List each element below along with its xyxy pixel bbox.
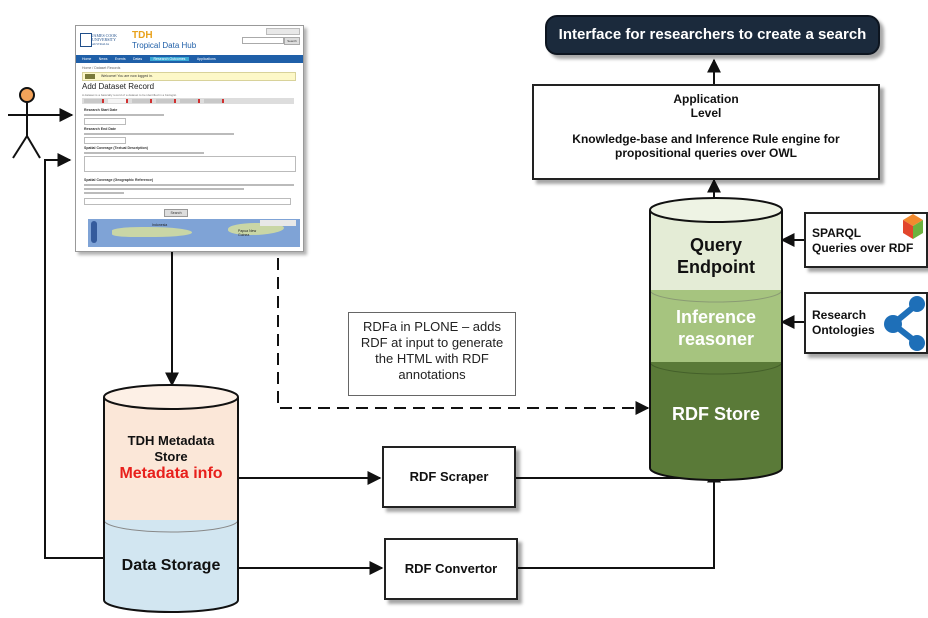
place-search-field[interactable] <box>84 198 291 205</box>
page-title: Add Dataset Record <box>82 82 155 91</box>
researcher-interface-box: Interface for researchers to create a se… <box>545 15 880 55</box>
app-level-line-1: Application <box>673 92 739 106</box>
logo-line-3: AUSTRALIA <box>92 42 109 46</box>
nav-events[interactable]: Events <box>114 57 126 61</box>
field-label-spatial-geo: Spatial Coverage (Geographic Reference) <box>84 178 154 182</box>
app-level-line-2: Level <box>690 106 722 120</box>
rdf-convertor-label: RDF Convertor <box>404 561 498 576</box>
field-label-spatial-text: Spatial Coverage (Textual Description) <box>84 146 148 150</box>
inference-line-2: reasoner <box>677 329 755 349</box>
inference-line-1: Inference <box>675 307 757 327</box>
rdf-store-label: RDF Store <box>671 404 760 424</box>
rdfa-line-2: RDF at input to generate <box>360 335 504 350</box>
field-label-end-date: Research End Date <box>84 127 116 131</box>
site-header: JAMES COOK UNIVERSITY AUSTRALIA TDH Trop… <box>76 26 303 54</box>
tdh-title-line-2: Store <box>154 449 188 464</box>
research-ontologies-box: Research Ontologies <box>804 292 928 354</box>
tab-data-location[interactable] <box>132 99 152 103</box>
sparql-line-1: SPARQL <box>812 226 862 240</box>
search-button[interactable]: Search <box>284 37 300 45</box>
ontology-network-icon-overlay <box>884 296 925 351</box>
rdfa-plone-note: RDFa in PLONE – adds RDF at input to gen… <box>348 312 516 396</box>
geo-map[interactable]: Indonesia Papua New Guinea <box>88 219 300 247</box>
breadcrumb: Home / Dataset Records <box>82 66 121 70</box>
sparql-line-2: Queries over RDF <box>812 241 914 255</box>
top-links[interactable] <box>266 28 300 35</box>
tab-overview[interactable] <box>84 99 104 103</box>
metadata-info-label: Metadata info <box>119 465 223 482</box>
query-line-2: Endpoint <box>677 257 755 277</box>
map-controls[interactable] <box>91 221 97 243</box>
data-storage-label: Data Storage <box>121 557 221 574</box>
rdfa-line-3: the HTML with RDF <box>375 351 489 366</box>
ontologies-line-2: Ontologies <box>812 323 875 337</box>
query-endpoint-label: Query Endpoint <box>650 234 782 278</box>
tdh-title-line-1: TDH Metadata <box>127 433 215 448</box>
page-subtitle: A dataset is a basically record of a dat… <box>82 93 177 97</box>
map-toolbar[interactable] <box>260 220 296 226</box>
arrow-rdfa-dashed <box>277 258 650 415</box>
query-line-1: Query <box>689 235 743 255</box>
map-landmass-1 <box>112 227 192 237</box>
application-level-box: Application Level Knowledge-base and Inf… <box>532 84 880 180</box>
rdf-convertor-box: RDF Convertor <box>384 538 518 600</box>
sparql-cube-icon-overlay <box>903 214 923 239</box>
end-date-field[interactable] <box>84 137 126 144</box>
login-alert: Welcome! You are now logged in. <box>82 72 296 81</box>
tab-descriptions[interactable] <box>156 99 176 103</box>
kb-line-2: propositional queries over OWL <box>614 146 798 160</box>
field-label-start-date: Research Start Date <box>84 108 118 112</box>
researcher-interface-label: Interface for researchers to create a se… <box>558 26 867 43</box>
nav-datas[interactable]: Datas <box>132 57 143 61</box>
sparql-queries-box: SPARQL Queries over RDF <box>804 212 928 268</box>
nav-news[interactable]: News <box>98 57 108 61</box>
rdf-scraper-box: RDF Scraper <box>382 446 516 508</box>
inference-reasoner-label: Inference reasoner <box>650 306 782 350</box>
start-date-field[interactable] <box>84 118 126 125</box>
rdfa-line-4: annotations <box>398 367 466 382</box>
nav-research-outcomes[interactable]: Research Outcomes <box>149 57 190 61</box>
tab-coverage[interactable] <box>108 99 128 103</box>
tab-project-info[interactable] <box>204 99 224 103</box>
map-label-indonesia: Indonesia <box>152 223 168 227</box>
tdh-metadata-store-title: TDH Metadata Store <box>104 433 238 465</box>
tdh-website-screenshot: JAMES COOK UNIVERSITY AUSTRALIA TDH Trop… <box>75 25 304 252</box>
kb-line-1: Knowledge-base and Inference Rule engine… <box>572 132 840 146</box>
rdf-stack-cylinder <box>649 197 783 481</box>
logo-line-2: UNIVERSITY <box>92 37 116 42</box>
rdfa-line-1: RDFa in PLONE – adds <box>362 319 501 334</box>
rdf-scraper-label: RDF Scraper <box>409 469 489 484</box>
site-abbr: TDH <box>132 30 153 41</box>
alert-text: Welcome! You are now logged in. <box>101 74 153 78</box>
search-box[interactable] <box>242 37 284 44</box>
nav-home[interactable]: Home <box>82 57 92 61</box>
site-nav: Home News Events Datas Research Outcomes… <box>76 55 303 63</box>
map-landmass-2 <box>228 223 284 235</box>
tab-research[interactable] <box>180 99 200 103</box>
jcu-logo <box>80 33 92 47</box>
spatial-text-area[interactable] <box>84 156 296 172</box>
tdh-metadata-store-cylinder <box>103 384 239 613</box>
arrow-datastorage-to-user <box>44 153 104 559</box>
arrow-convertor-to-rdfstore <box>518 478 715 569</box>
logo-line-1: JAMES COOK <box>92 33 118 38</box>
site-name: Tropical Data Hub <box>132 41 197 50</box>
nav-applications[interactable]: Applications <box>196 57 216 61</box>
user-icon <box>8 87 70 159</box>
ontologies-line-1: Research <box>812 308 867 322</box>
map-search-button[interactable]: Search <box>164 209 188 217</box>
map-label-png: Papua New Guinea <box>238 229 257 237</box>
form-tabs <box>82 98 294 104</box>
